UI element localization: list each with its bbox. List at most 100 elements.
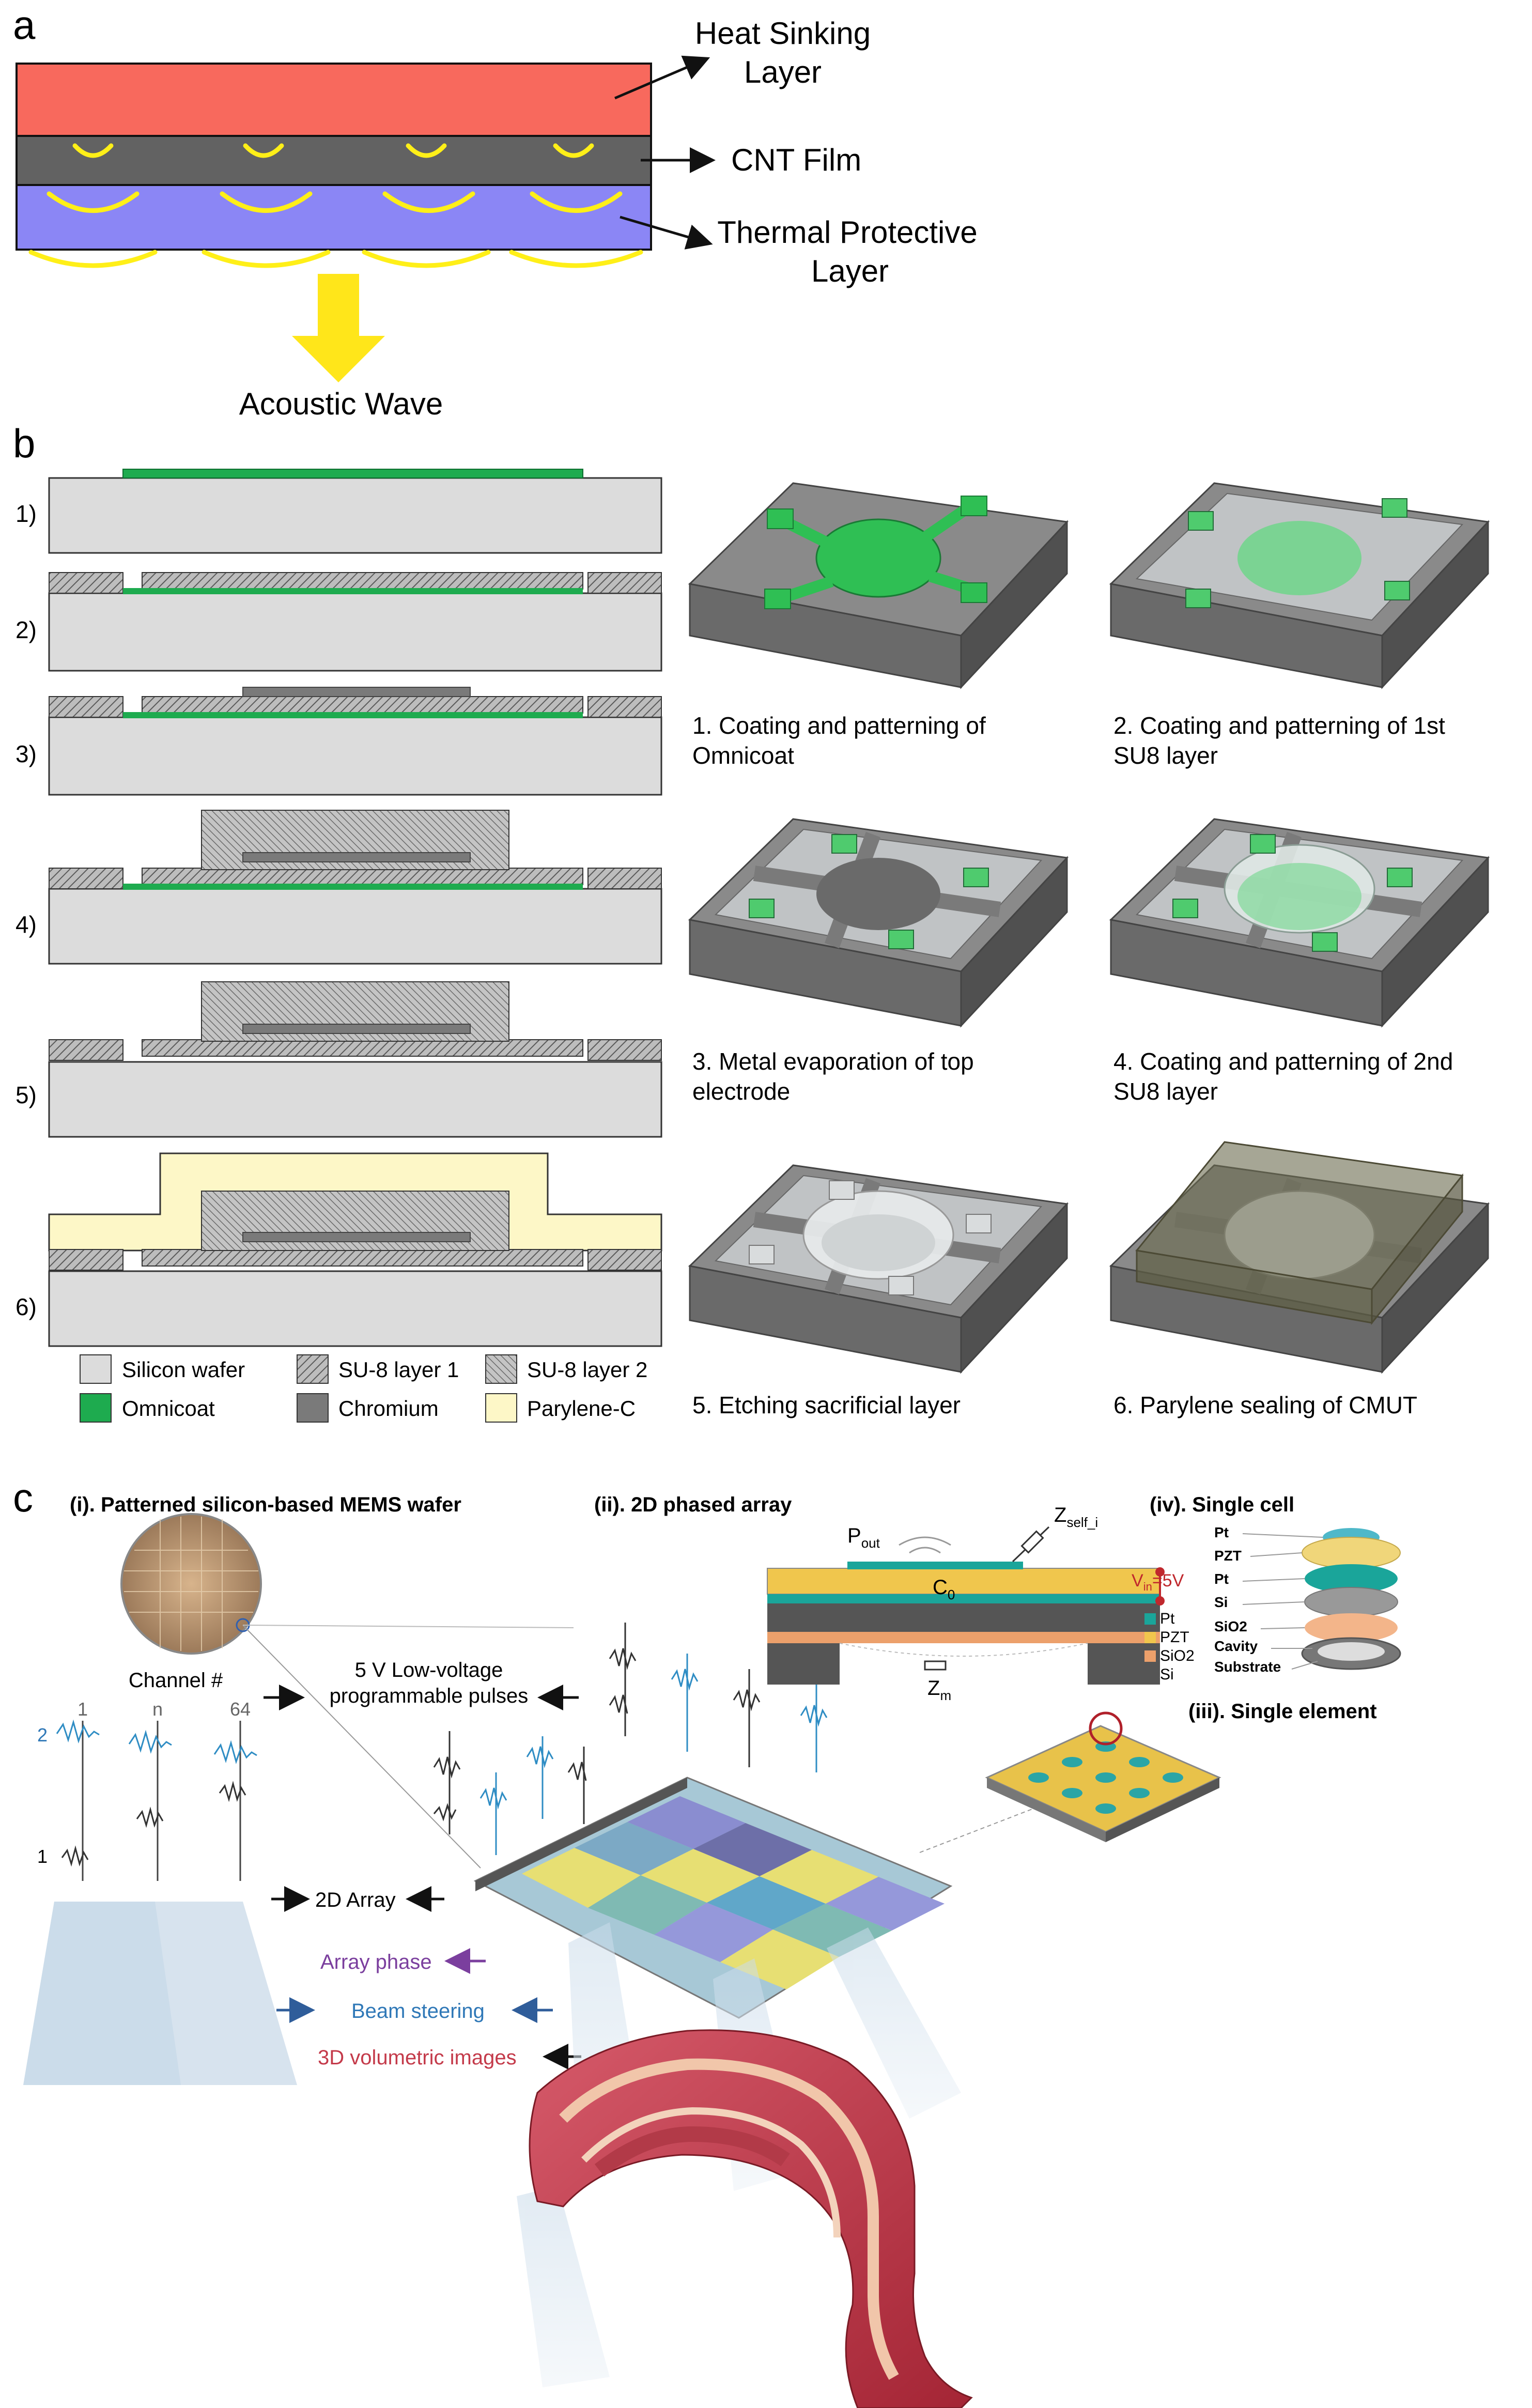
legend-parylene-c: Parylene-C (527, 1396, 636, 1421)
heat-label-arrow (614, 55, 710, 100)
row-label-2: 2 (37, 1724, 48, 1746)
cross-section-step-3 (48, 687, 662, 796)
acoustic-wave-label: Acoustic Wave (239, 387, 443, 421)
single-element-tile (985, 1711, 1221, 1842)
device-render-6 (1109, 1141, 1490, 1374)
single-cell-stack: Pt PZT Pt Si SiO2 Cavity Substrate (1214, 1524, 1401, 1675)
heat-sinking-layer (16, 63, 652, 137)
step-number-5: 5) (16, 1082, 37, 1108)
cnt-film-label: CNT Film (731, 143, 861, 177)
cross-section-step-1 (48, 469, 662, 554)
pulses-label-line1: 5 V Low-voltage (355, 1659, 503, 1681)
caption-6: 6. Parylene sealing of CMUT (1113, 1392, 1417, 1418)
caption-4-line2: SU8 layer (1113, 1078, 1218, 1105)
cell-layer-pt-top: Pt (1214, 1524, 1229, 1540)
zself-label: Zself_i (1054, 1504, 1098, 1530)
step-number-3: 3) (16, 740, 37, 767)
channel-n: n (152, 1699, 163, 1720)
step-number-1: 1) (16, 500, 37, 527)
device-render-5 (688, 1164, 1069, 1374)
panel-b-letter: b (13, 421, 35, 466)
cnt-waves (72, 143, 594, 158)
caption-5: 5. Etching sacrificial layer (692, 1392, 961, 1418)
cell-layer-pzt: PZT (1214, 1548, 1242, 1564)
step-number-6: 6) (16, 1293, 37, 1320)
layer-legend-pt: Pt (1160, 1610, 1175, 1627)
legend-swatch-su8-1 (297, 1354, 329, 1384)
legend-su8-layer1: SU-8 layer 1 (338, 1357, 459, 1382)
c0-label: C0 (933, 1576, 955, 1602)
element-circuit: Pout Zself_i C0 Vin=5V Zm Pt PZT SiO2 Si (767, 1504, 1195, 1703)
legend-swatch-su8-2 (485, 1354, 517, 1384)
cell-layer-sio2: SiO2 (1214, 1618, 1247, 1634)
panel-b: b 1) 2) 3) 4) 5) 6) (13, 421, 1490, 1423)
title-iv-single-cell: (iv). Single cell (1150, 1493, 1294, 1516)
panel-c-letter: c (13, 1475, 33, 1520)
device-render-1 (688, 482, 1069, 689)
blood-vessel-volume (529, 2029, 973, 2408)
vin-label: Vin=5V (1132, 1571, 1184, 1593)
channel-label: Channel # (129, 1669, 223, 1692)
heat-sinking-label-line1: Heat Sinking (695, 16, 871, 51)
array-pulse-field (433, 1623, 828, 1855)
cross-section-step-4 (48, 810, 662, 965)
caption-2-line2: SU8 layer (1113, 742, 1218, 769)
materials-legend: Silicon wafer SU-8 layer 1 SU-8 layer 2 … (80, 1354, 647, 1423)
legend-omnicoat: Omnicoat (122, 1396, 215, 1421)
volumetric-label: 3D volumetric images (318, 2046, 517, 2069)
wafer-zoom-line (242, 1625, 481, 1869)
mems-wafer (120, 1513, 574, 1869)
thermal-waves (47, 191, 623, 213)
layer-legend-pzt: PZT (1160, 1629, 1189, 1646)
channel-64: 64 (230, 1699, 251, 1720)
thermal-protective-layer (16, 184, 652, 251)
thermal-label-line2: Layer (811, 254, 889, 288)
step-number-4: 4) (16, 911, 37, 938)
legend-silicon-wafer: Silicon wafer (122, 1357, 245, 1382)
caption-3-line1: 3. Metal evaporation of top (692, 1048, 974, 1075)
caption-4-line1: 4. Coating and patterning of 2nd (1113, 1048, 1453, 1075)
array-2d-label: 2D Array (315, 1889, 396, 1911)
device-render-2 (1109, 482, 1490, 689)
title-i-wafer: (i). Patterned silicon-based MEMS wafer (70, 1493, 461, 1516)
caption-1-line1: 1. Coating and patterning of (692, 712, 986, 739)
heat-sinking-label-line2: Layer (744, 55, 822, 89)
legend-swatch-parylene (485, 1393, 517, 1423)
panel-a-letter: a (13, 2, 36, 48)
array-phase-label: Array phase (320, 1951, 432, 1973)
cross-section-step-2 (48, 572, 662, 672)
legend-swatch-omnicoat (80, 1393, 112, 1423)
device-render-4 (1109, 818, 1490, 1028)
cross-section-step-6 (48, 1152, 662, 1347)
channel-1: 1 (78, 1699, 88, 1720)
panel-a: a Acoustic Wave (13, 2, 978, 421)
cell-layer-pt-bottom: Pt (1214, 1571, 1229, 1587)
caption-2-line1: 2. Coating and patterning of 1st (1113, 712, 1445, 739)
layer-legend-sio2: SiO2 (1160, 1647, 1195, 1664)
emitted-waves (28, 250, 643, 268)
row-label-1: 1 (37, 1846, 48, 1867)
beam-steering-label: Beam steering (351, 2000, 485, 2023)
step-number-2: 2) (16, 616, 37, 643)
channel-pulses (56, 1719, 257, 1881)
thermal-label-arrow (620, 215, 713, 250)
layer-legend-si: Si (1160, 1666, 1174, 1683)
legend-su8-layer2: SU-8 layer 2 (527, 1357, 647, 1382)
cnt-film-layer (16, 135, 652, 186)
cell-layer-substrate: Substrate (1214, 1659, 1281, 1675)
panel-c: c (i). Patterned silicon-based MEMS wafe… (13, 1475, 1401, 2408)
cell-layer-cavity: Cavity (1214, 1638, 1258, 1654)
thermal-label-line1: Thermal Protective (717, 215, 978, 250)
title-ii-phased-array: (ii). 2D phased array (594, 1493, 792, 1516)
acoustic-wave-arrow (292, 274, 385, 382)
legend-swatch-silicon (80, 1354, 112, 1384)
device-render-3 (688, 818, 1069, 1028)
pulses-label-line2: programmable pulses (330, 1685, 529, 1707)
legend-chromium: Chromium (338, 1396, 439, 1421)
caption-3-line2: electrode (692, 1078, 790, 1105)
pout-label: Pout (847, 1524, 880, 1551)
cross-section-step-5 (48, 981, 662, 1138)
zm-label: Zm (927, 1677, 951, 1703)
legend-swatch-chromium (297, 1393, 329, 1423)
